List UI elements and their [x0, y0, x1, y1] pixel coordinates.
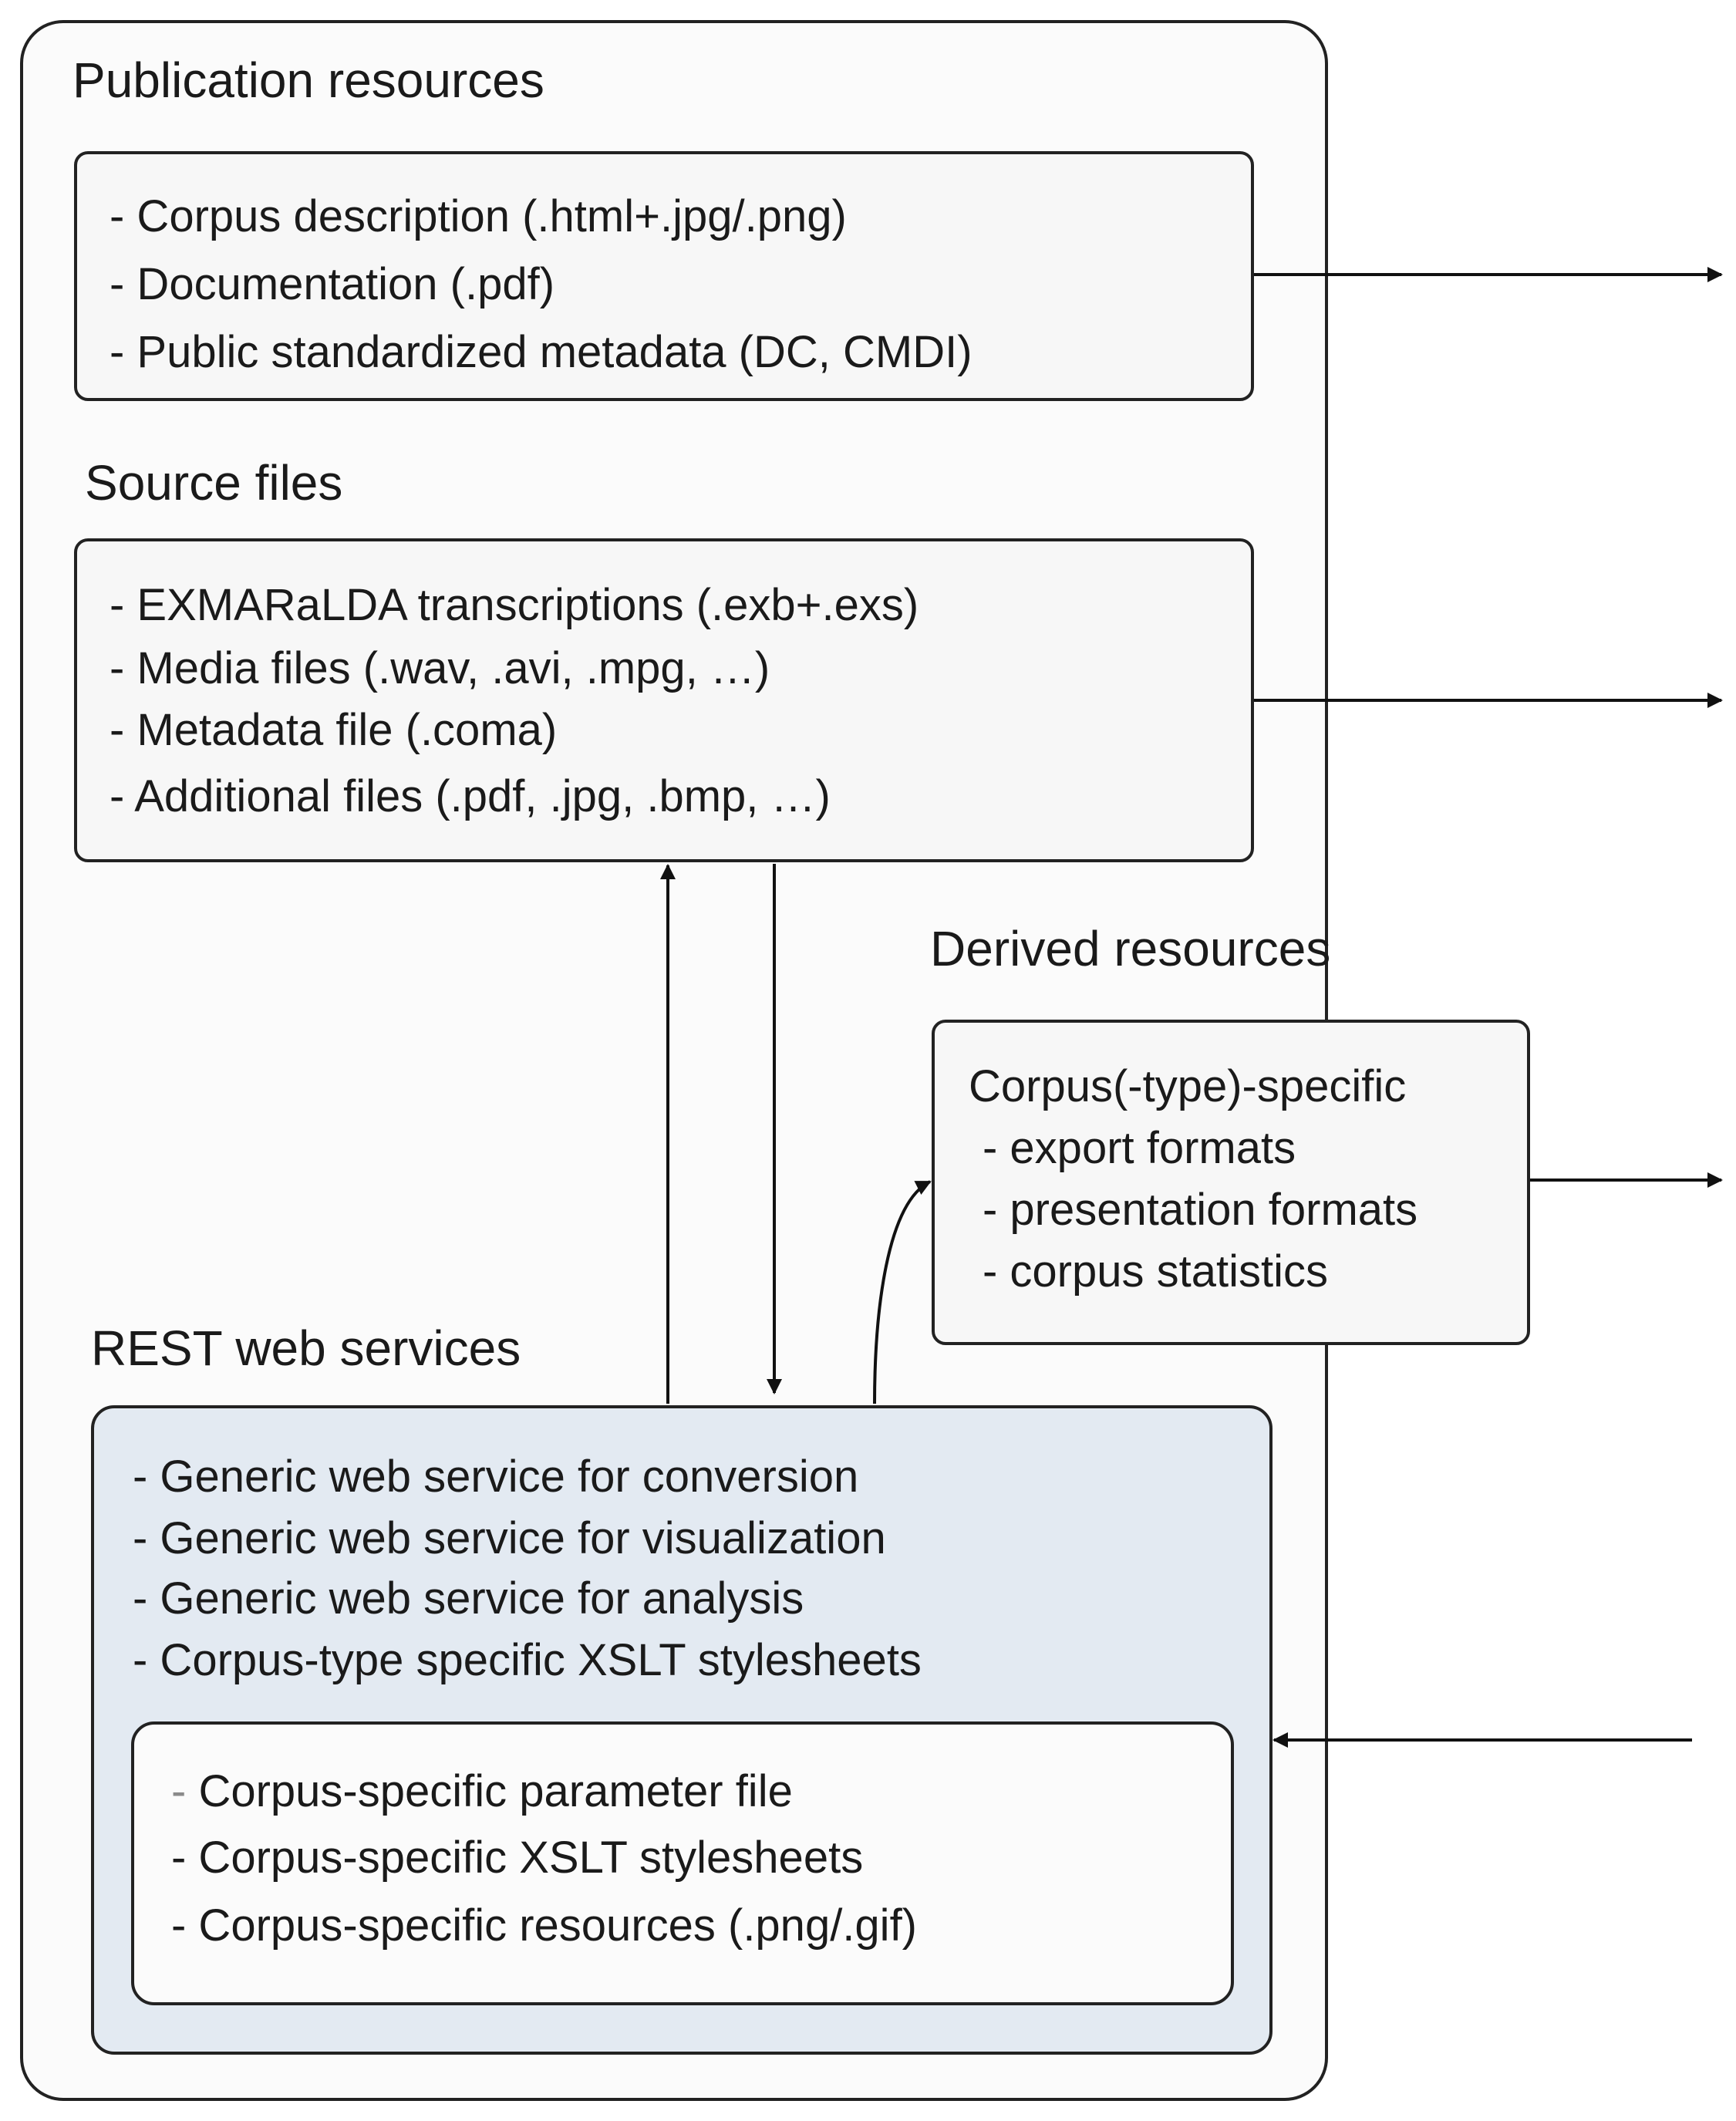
publication-item: - Public standardized metadata (DC, CMDI…: [110, 327, 972, 377]
rest-item: - Generic web service for conversion: [133, 1452, 859, 1502]
source-item: - EXMARaLDA transcriptions (.exb+.exs): [110, 580, 919, 630]
source-files-box: [74, 538, 1254, 862]
faint-dash: -: [171, 1766, 187, 1816]
rest-item: - Generic web service for analysis: [133, 1573, 804, 1624]
publication-resources-title: Publication resources: [72, 52, 544, 108]
derived-resources-box: [932, 1020, 1530, 1345]
corpus-specific-item-text: Corpus-specific parameter file: [186, 1766, 793, 1816]
rest-item: - Corpus-type specific XSLT stylesheets: [133, 1635, 922, 1685]
derived-resources-title: Derived resources: [930, 921, 1331, 976]
derived-item: - export formats: [983, 1123, 1296, 1173]
source-item: - Media files (.wav, .avi, .mpg, …): [110, 643, 770, 693]
rest-web-services-title: REST web services: [91, 1320, 521, 1376]
publication-item: - Documentation (.pdf): [110, 259, 555, 309]
rest-item: - Generic web service for visualization: [133, 1513, 886, 1563]
source-item: - Metadata file (.coma): [110, 705, 558, 755]
publication-item: - Corpus description (.html+.jpg/.png): [110, 191, 847, 241]
source-files-title: Source files: [85, 455, 343, 511]
derived-item: - corpus statistics: [983, 1246, 1328, 1297]
rest-to-derived-arrow: [873, 1180, 932, 1404]
corpus-specific-item: - Corpus-specific XSLT stylesheets: [171, 1833, 864, 1883]
publication-resources-box: [74, 151, 1254, 401]
derived-heading: Corpus(-type)-specific: [969, 1061, 1407, 1111]
corpus-specific-item: - Corpus-specific resources (.png/.gif): [171, 1900, 917, 1951]
source-item: - Additional files (.pdf, .jpg, .bmp, …): [110, 771, 831, 821]
derived-item: - presentation formats: [983, 1185, 1418, 1235]
corpus-specific-box: [131, 1721, 1234, 2005]
corpus-specific-item: - Corpus-specific parameter file: [171, 1769, 793, 1814]
